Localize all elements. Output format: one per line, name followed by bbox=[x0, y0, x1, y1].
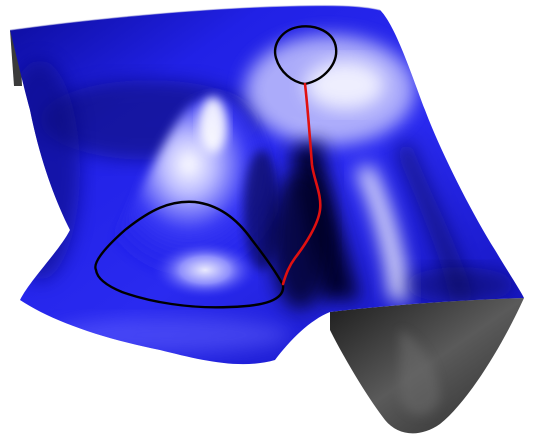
underside-highlight bbox=[400, 330, 440, 415]
lower-right-shadow bbox=[405, 267, 515, 303]
lower-left-light bbox=[50, 317, 290, 353]
left-shadow bbox=[10, 60, 80, 280]
bump-contour bbox=[94, 200, 285, 309]
upper-right-highlight-core bbox=[305, 60, 385, 110]
bump bbox=[110, 95, 285, 294]
ridge-shadow bbox=[395, 140, 475, 300]
top-rim bbox=[9, 4, 381, 31]
bump-base-highlight bbox=[150, 240, 260, 300]
bump-peak-highlight bbox=[199, 97, 227, 153]
red-path bbox=[281, 82, 322, 286]
ridge-highlight bbox=[355, 165, 410, 300]
top-loop-contour bbox=[273, 25, 338, 86]
